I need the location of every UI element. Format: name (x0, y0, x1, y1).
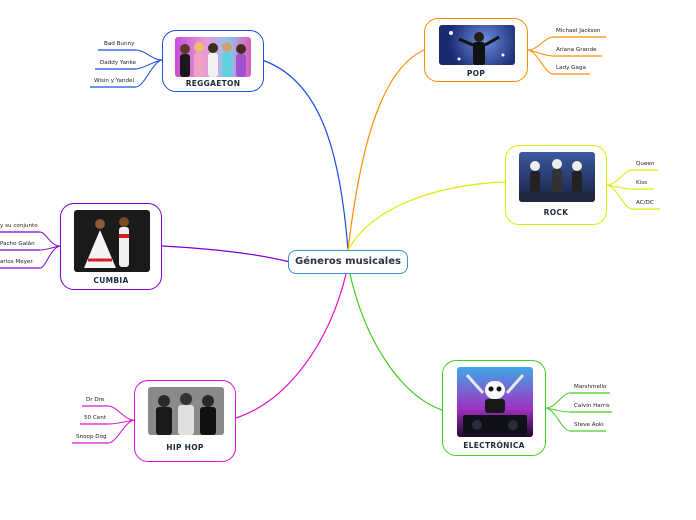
leaf-item[interactable]: y su conjunto (0, 223, 38, 229)
leaf-link-cumbia (39, 231, 61, 269)
leaf-item[interactable]: Wisin y Yandel (94, 78, 135, 84)
link-hiphop (235, 273, 347, 419)
leaf-link-pop (527, 36, 554, 75)
branch-reggaeton[interactable]: REGGAETON (162, 30, 264, 92)
central-topic[interactable]: Géneros musicales (288, 250, 408, 274)
link-pop (347, 49, 425, 251)
branch-label: REGGAETON (185, 79, 241, 88)
link-cumbia (161, 245, 291, 263)
leaf-item[interactable]: arlos Meyer. (0, 259, 34, 265)
link-reggaeton (261, 59, 349, 251)
link-rock (347, 181, 506, 251)
leaf-item[interactable]: AC/DC (636, 200, 654, 206)
branch-pop[interactable]: POP (424, 18, 528, 82)
leaf-item[interactable]: 50 Cent (84, 415, 106, 421)
branch-label: ELECTRÓNICA (463, 441, 525, 450)
leaf-item[interactable]: Dr Dre (86, 397, 105, 403)
leaf-item[interactable]: Calvin Harris (574, 403, 610, 409)
leaf-item[interactable]: Lady Gaga (556, 65, 586, 71)
leaf-item[interactable]: Bad Bunny (104, 41, 135, 47)
leaf-item[interactable]: Pacho Galán (0, 241, 35, 247)
leaf-link-rock (606, 169, 633, 210)
branch-label: CUMBIA (93, 276, 129, 285)
branch-electronica[interactable]: ELECTRÓNICA (442, 360, 546, 456)
reggaeton-artists-photo (175, 37, 251, 77)
leaf-link-electronica (545, 392, 571, 432)
branch-hiphop[interactable]: HIP HOP (134, 380, 236, 462)
leaf-item[interactable]: Michael Jackson (556, 28, 601, 34)
pop-artist-photo (439, 25, 515, 65)
link-electronica (349, 273, 443, 411)
branch-label: ROCK (543, 208, 569, 217)
electronica-dj-photo (457, 367, 533, 437)
cumbia-dancers-photo (74, 210, 150, 272)
branch-label: POP (466, 69, 486, 78)
hiphop-group-photo (148, 387, 224, 435)
branch-rock[interactable]: ROCK (505, 145, 607, 225)
leaf-item[interactable]: Steve Aoki (574, 422, 604, 428)
leaf-item[interactable]: Snoop Dog (76, 434, 107, 440)
leaf-link-reggaeton (135, 49, 163, 88)
branch-label: HIP HOP (166, 443, 204, 452)
branch-cumbia[interactable]: CUMBIA (60, 203, 162, 290)
leaf-item[interactable]: Daddy Yanke (100, 60, 137, 66)
leaf-item[interactable]: Marshmello (574, 384, 607, 390)
leaf-item[interactable]: Queen (636, 161, 655, 167)
leaf-item[interactable]: Ariana Grande (556, 47, 597, 53)
leaf-item[interactable]: Kiss (636, 180, 648, 186)
leaf-link-hiphop (107, 405, 135, 444)
rock-band-photo (519, 152, 595, 202)
